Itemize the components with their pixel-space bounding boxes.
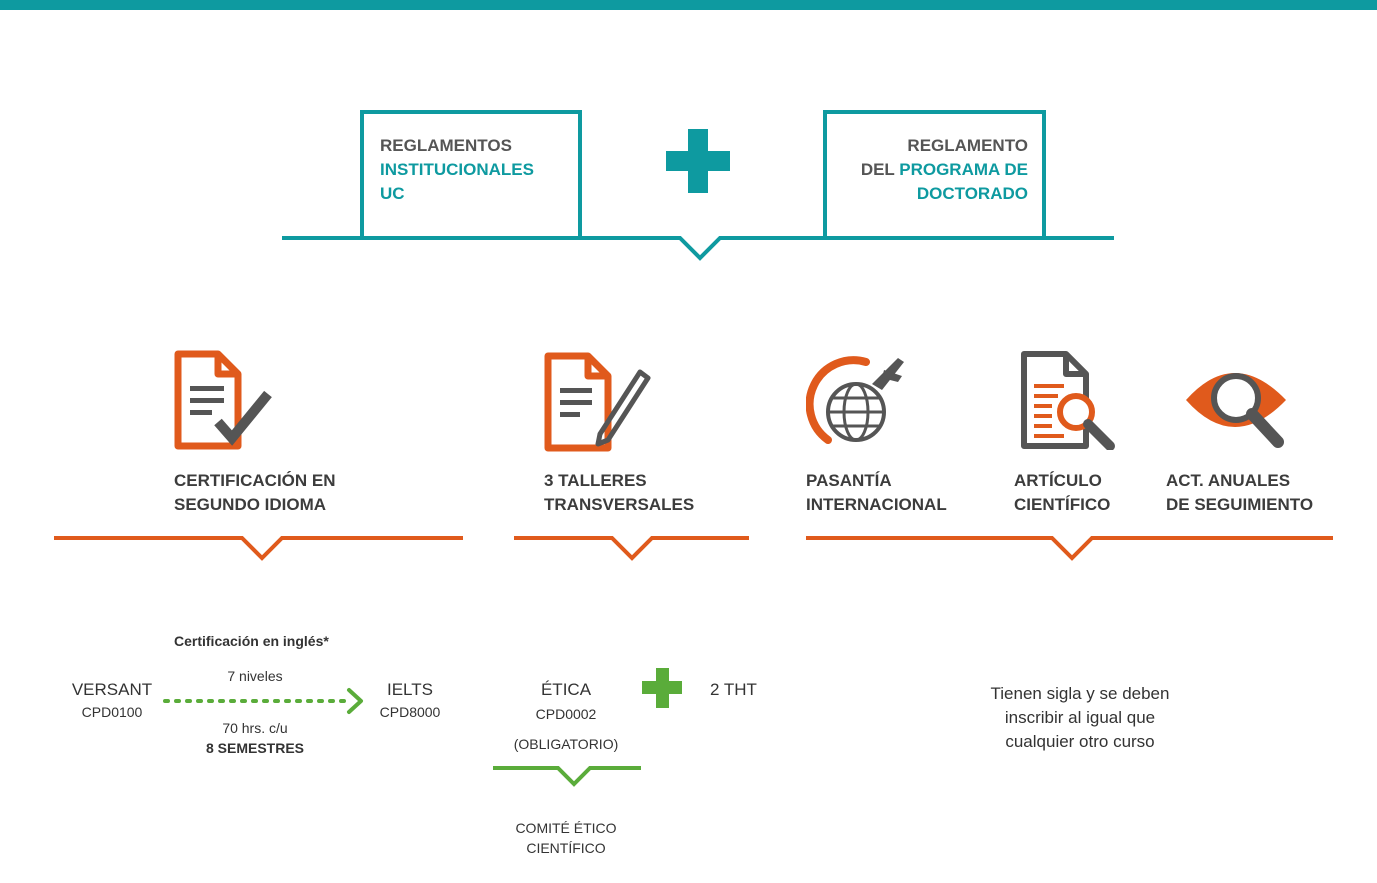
document-magnifier-icon bbox=[1021, 351, 1115, 450]
courses-note-line2: inscribir al igual que bbox=[1004, 708, 1156, 727]
program-regulations-box: REGLAMENTO DEL PROGRAMA DE DOCTORADO bbox=[823, 110, 1046, 236]
committee-line2: CIENTÍFICO bbox=[526, 840, 606, 856]
document-check-icon bbox=[174, 350, 272, 450]
article-label-line2: CIENTÍFICO bbox=[1014, 495, 1111, 514]
top-accent-bar bbox=[0, 0, 1377, 10]
plus-sign-vertical bbox=[688, 129, 708, 193]
institutional-regulations-line2: INSTITUCIONALES bbox=[380, 160, 534, 179]
program-regulations-line2: DEL PROGRAMA DE bbox=[827, 158, 1028, 182]
internship-label: PASANTÍA INTERNACIONAL bbox=[806, 469, 947, 517]
annual-label-line2: DE SEGUIMIENTO bbox=[1166, 495, 1314, 514]
courses-note-line3: cualquier otro curso bbox=[1005, 732, 1155, 751]
annual-label-line1: ACT. ANUALES bbox=[1166, 471, 1291, 490]
article-label-line1: ARTÍCULO bbox=[1014, 471, 1102, 490]
certification-label: CERTIFICACIÓN EN SEGUNDO IDIOMA bbox=[174, 469, 336, 517]
green-plus-vertical bbox=[656, 668, 669, 708]
certification-bracket bbox=[54, 536, 463, 561]
versant-code: CPD0100 bbox=[81, 704, 143, 720]
institutional-regulations-line3: UC bbox=[380, 184, 405, 203]
language-title: Certificación en inglés* bbox=[174, 633, 329, 649]
ethics-code: CPD0002 bbox=[535, 706, 597, 722]
language-hours: 70 hrs. c/u bbox=[222, 720, 288, 736]
program-regulations-line2-prefix: DEL bbox=[860, 160, 900, 179]
eye-magnifier-icon bbox=[1186, 373, 1286, 448]
institutional-regulations-line1: REGLAMENTOS bbox=[380, 136, 512, 155]
globe-plane-icon bbox=[806, 356, 904, 444]
workshops-label-line1: 3 TALLERES bbox=[544, 471, 647, 490]
document-pen-icon bbox=[544, 352, 651, 452]
program-regulations-line1: REGLAMENTO bbox=[907, 136, 1028, 155]
ethics-bracket bbox=[493, 766, 641, 787]
internship-label-line1: PASANTÍA bbox=[806, 471, 892, 490]
workshops-label: 3 TALLERES TRANSVERSALES bbox=[544, 469, 694, 517]
other-workshops: 2 THT bbox=[710, 680, 757, 699]
language-semesters: 8 SEMESTRES bbox=[205, 740, 305, 756]
annual-activities-label: ACT. ANUALES DE SEGUIMIENTO bbox=[1166, 469, 1313, 517]
institutional-regulations-box: REGLAMENTOS INSTITUCIONALES UC bbox=[360, 110, 582, 236]
ethics-note: (OBLIGATORIO) bbox=[513, 736, 619, 752]
program-regulations-line3: DOCTORADO bbox=[916, 184, 1028, 203]
courses-note-line1: Tienen sigla y se deben bbox=[990, 684, 1170, 703]
language-levels: 7 niveles bbox=[227, 668, 283, 684]
workshops-label-line2: TRANSVERSALES bbox=[544, 495, 695, 514]
courses-note: Tienen sigla y se deben inscribir al igu… bbox=[950, 682, 1210, 754]
program-regulations-line2-highlight: PROGRAMA DE bbox=[899, 160, 1028, 179]
certification-label-line1: CERTIFICACIÓN EN bbox=[174, 471, 336, 490]
language-arrow-head bbox=[347, 688, 363, 714]
committee-line1: COMITÉ ÉTICO bbox=[515, 820, 617, 836]
courses-bracket bbox=[806, 536, 1333, 561]
regulations-bracket bbox=[282, 236, 1114, 261]
certification-label-line2: SEGUNDO IDIOMA bbox=[174, 495, 327, 514]
ielts-name: IELTS bbox=[387, 680, 433, 699]
workshops-bracket bbox=[514, 536, 749, 561]
versant-name: VERSANT bbox=[71, 680, 153, 699]
ethics-name: ÉTICA bbox=[540, 680, 592, 699]
ielts-code: CPD8000 bbox=[379, 704, 441, 720]
article-label: ARTÍCULO CIENTÍFICO bbox=[1014, 469, 1110, 517]
internship-label-line2: INTERNACIONAL bbox=[806, 495, 947, 514]
